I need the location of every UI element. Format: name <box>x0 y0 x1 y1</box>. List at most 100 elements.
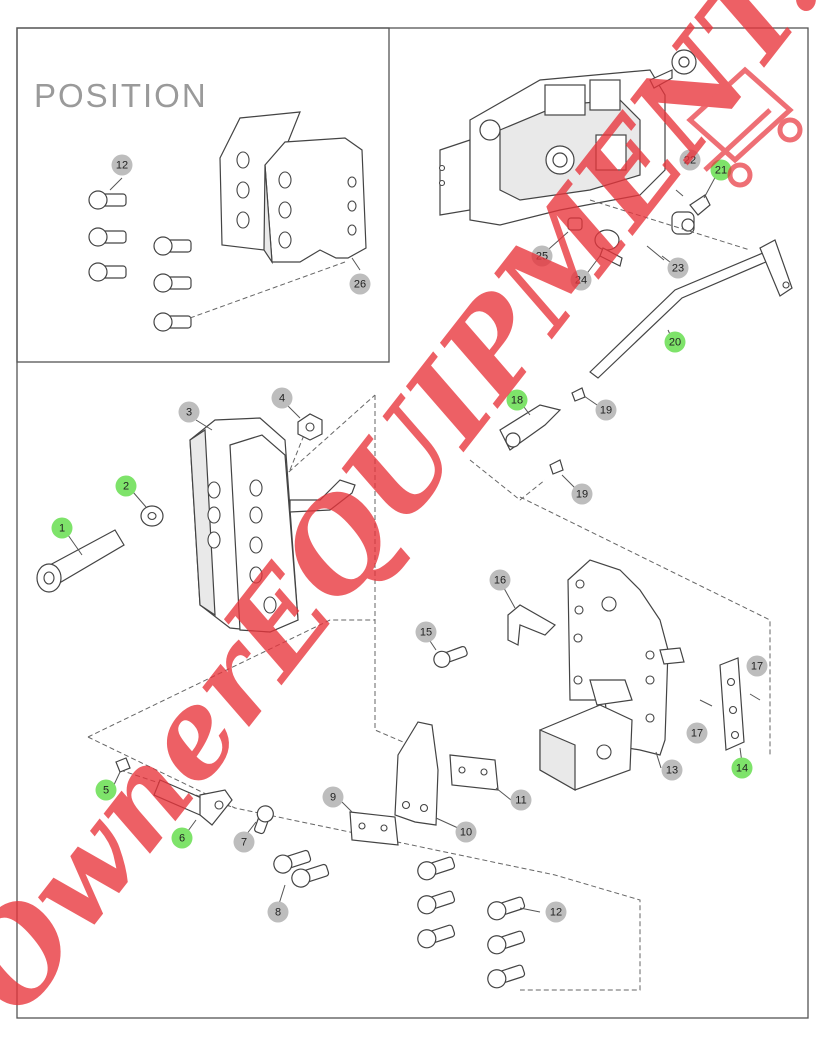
callout-bubble <box>178 401 200 423</box>
bolt-7 <box>254 805 274 835</box>
callout-5: 5 <box>95 779 117 801</box>
callout-bubble <box>95 779 117 801</box>
bolt-15 <box>433 645 468 668</box>
spacer-plate-11 <box>449 754 499 791</box>
callout-number: 19 <box>600 405 612 417</box>
callout-bubble <box>679 149 701 171</box>
callout-bubble <box>271 387 293 409</box>
callout-23: 23 <box>667 257 689 279</box>
drawbar-block <box>539 679 633 792</box>
washer <box>140 505 164 527</box>
callout-number: 24 <box>575 275 587 287</box>
callout-number: 16 <box>494 575 506 587</box>
callout-3: 3 <box>178 401 200 423</box>
callout-bubble <box>455 821 477 843</box>
callout-bubble <box>661 759 683 781</box>
callout-19: 19 <box>571 483 593 505</box>
main-mounting-plate <box>567 559 685 756</box>
callout-number: 12 <box>550 907 562 919</box>
callout-number: 4 <box>279 393 285 405</box>
inset-bracket <box>219 111 367 265</box>
callout-number: 21 <box>715 165 727 177</box>
callout-8: 8 <box>267 901 289 923</box>
lock-pin <box>115 757 233 826</box>
top-link-pin <box>36 529 125 593</box>
callout-26: 26 <box>349 273 371 295</box>
callout-13: 13 <box>661 759 683 781</box>
callout-bubble <box>545 901 567 923</box>
valve-small-parts <box>567 189 751 267</box>
callout-bubble <box>506 389 528 411</box>
callout-bubble <box>489 569 511 591</box>
callout-bubble <box>322 786 344 808</box>
callout-bubble <box>686 722 708 744</box>
inset-bolts <box>88 190 192 332</box>
bolts-8 <box>273 849 330 888</box>
truck-logo-icon <box>686 66 803 188</box>
callout-number: 18 <box>511 395 523 407</box>
callout-number: 10 <box>460 827 472 839</box>
callout-number: 14 <box>736 763 748 775</box>
callout-21: 21 <box>710 159 732 181</box>
lift-rod <box>549 239 793 475</box>
callout-bubble <box>415 621 437 643</box>
assembly-boundary <box>374 395 411 746</box>
bolts-12-lower <box>417 856 526 989</box>
callout-number: 15 <box>420 627 432 639</box>
callout-7: 7 <box>233 831 255 853</box>
callout-17: 17 <box>686 722 708 744</box>
callout-bubble <box>746 655 768 677</box>
callout-22: 22 <box>679 149 701 171</box>
callout-number: 12 <box>116 160 128 172</box>
callout-number: 5 <box>103 785 109 797</box>
callout-number: 8 <box>275 907 281 919</box>
callout-bubble <box>531 245 553 267</box>
callout-12: 12 <box>545 901 567 923</box>
callout-14: 14 <box>731 757 753 779</box>
callout-16: 16 <box>489 569 511 591</box>
callout-number: 20 <box>669 337 681 349</box>
callout-bubble <box>731 757 753 779</box>
callout-bubble <box>171 827 193 849</box>
callout-bubble <box>595 399 617 421</box>
callout-bubble <box>267 901 289 923</box>
callout-15: 15 <box>415 621 437 643</box>
callout-number: 17 <box>691 728 703 740</box>
top-link-bracket <box>189 417 356 633</box>
callout-bubble <box>667 257 689 279</box>
callout-1: 1 <box>51 517 73 539</box>
callout-number: 7 <box>241 837 247 849</box>
nut <box>297 413 323 441</box>
spacer-plate-9 <box>349 811 399 846</box>
callout-11: 11 <box>510 789 532 811</box>
drawbar-plate <box>394 721 439 826</box>
callout-number: 13 <box>666 765 678 777</box>
side-link <box>699 657 761 751</box>
callout-number: 1 <box>59 523 65 535</box>
callout-20: 20 <box>664 331 686 353</box>
callout-bubble <box>710 159 732 181</box>
position-inset: POSITION <box>16 27 390 363</box>
callout-bubble <box>233 831 255 853</box>
callout-bubble <box>349 273 371 295</box>
callout-19: 19 <box>595 399 617 421</box>
callout-bubble <box>571 483 593 505</box>
callout-number: 19 <box>576 489 588 501</box>
callout-25: 25 <box>531 245 553 267</box>
callout-number: 9 <box>330 792 336 804</box>
callout-number: 25 <box>536 251 548 263</box>
callout-24: 24 <box>570 269 592 291</box>
callout-17: 17 <box>746 655 768 677</box>
callout-number: 26 <box>354 279 366 291</box>
linkage-bracket <box>469 404 562 501</box>
callout-6: 6 <box>171 827 193 849</box>
callout-12: 12 <box>111 154 133 176</box>
diagram-frame <box>16 27 809 1019</box>
callout-10: 10 <box>455 821 477 843</box>
callout-bubble <box>115 475 137 497</box>
callout-number: 11 <box>515 795 526 807</box>
callout-4: 4 <box>271 387 293 409</box>
callout-number: 23 <box>672 263 684 275</box>
